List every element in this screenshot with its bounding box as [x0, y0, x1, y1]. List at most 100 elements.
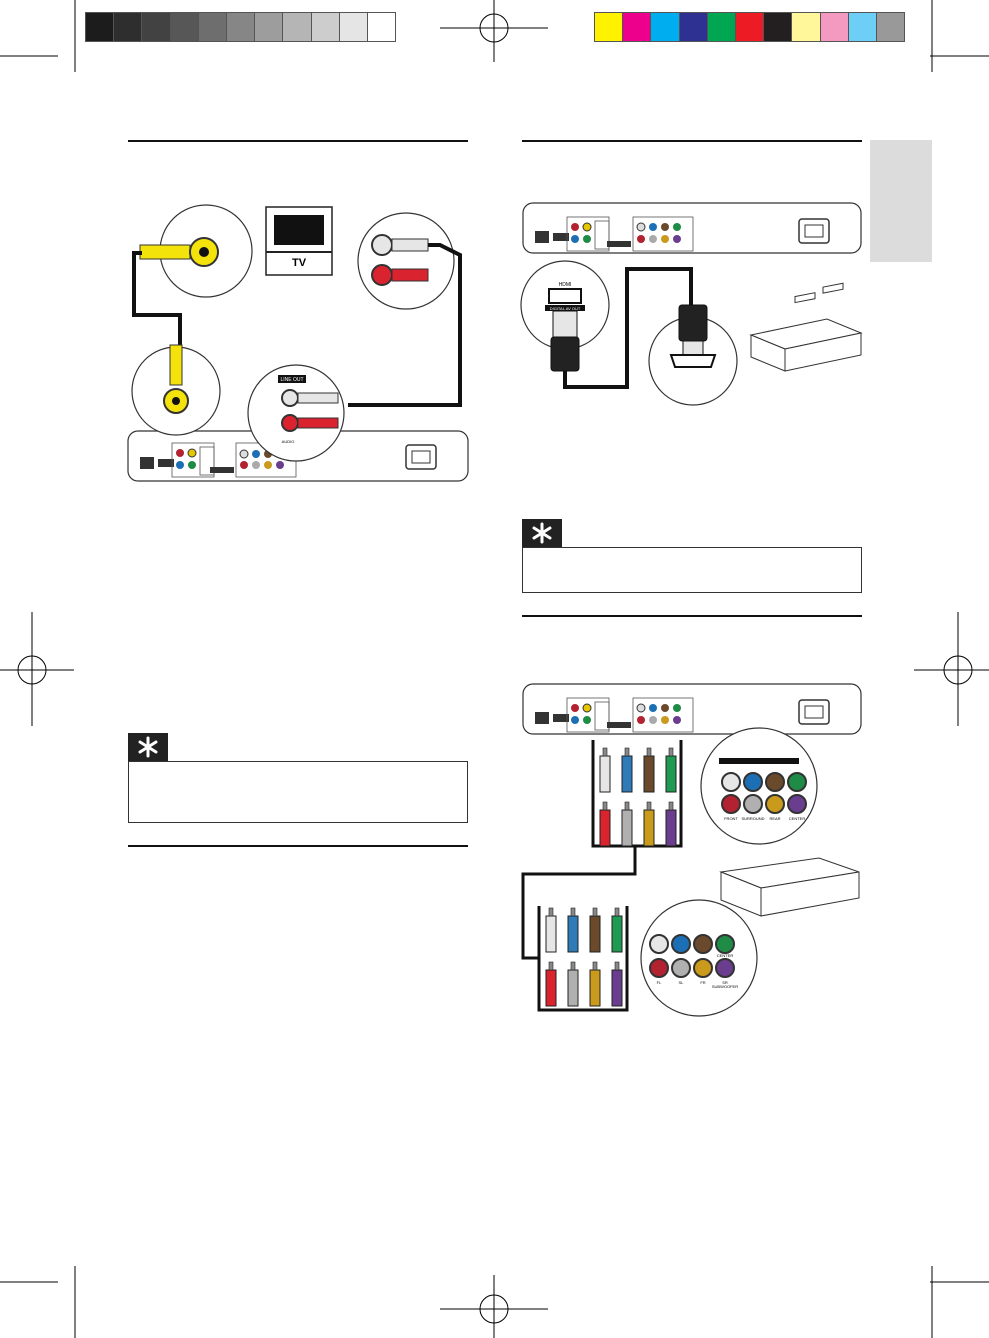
color-swatch	[678, 12, 708, 42]
jack-label: SR	[722, 980, 728, 985]
rca-plug-tip	[646, 801, 652, 811]
tip-badge	[522, 519, 562, 547]
section-rule	[522, 140, 862, 142]
rca-plug-tip	[614, 961, 620, 971]
rca-plug	[611, 969, 623, 1007]
jack-label: SUBWOOFER	[712, 984, 738, 989]
registration-mark-icon	[440, 1275, 548, 1338]
registration-mark-icon	[440, 0, 548, 62]
tv-label: TV	[292, 257, 307, 269]
color-swatch	[706, 12, 736, 42]
gray-swatch	[254, 12, 284, 42]
gray-swatch	[141, 12, 171, 42]
color-swatch	[791, 12, 821, 42]
rca-plug	[589, 969, 601, 1007]
receiver-icon	[749, 282, 863, 372]
rca-plug	[589, 915, 601, 953]
rca-plug	[599, 809, 611, 847]
section-rule	[128, 140, 468, 142]
rca-plug-tip	[570, 907, 576, 917]
color-swatch	[594, 12, 624, 42]
asterisk-tip-icon	[138, 736, 158, 758]
gray-swatch	[310, 12, 340, 42]
tv-connection-diagram: TV LINE OUT AUDIO	[127, 204, 469, 482]
gray-swatch	[282, 12, 312, 42]
audio-cable	[348, 243, 462, 407]
rca-plug-tip	[548, 907, 554, 917]
color-swatch	[847, 12, 877, 42]
rca-plug-tip	[624, 801, 630, 811]
rca-plug	[643, 755, 655, 793]
hdmi-cable	[563, 267, 693, 389]
rca-plug	[665, 809, 677, 847]
rca-plug-tip	[592, 961, 598, 971]
hdmi-jack-closeup	[520, 260, 610, 372]
rca-plug-tip	[592, 907, 598, 917]
rca-plug-tip	[624, 747, 630, 757]
player-multichannel-closeup	[700, 727, 818, 845]
audio-label: AUDIO	[282, 439, 295, 444]
gray-swatch	[169, 12, 199, 42]
tip-box	[522, 547, 862, 593]
interconnect-cable	[521, 846, 637, 960]
audio-jack-closeup	[357, 212, 455, 310]
rca-plug	[665, 755, 677, 793]
rca-plug	[567, 915, 579, 953]
receiver-multichannel-closeup	[640, 899, 758, 1017]
gray-swatch	[226, 12, 256, 42]
rca-plug	[545, 915, 557, 953]
gray-swatch	[367, 12, 397, 42]
gray-swatch	[197, 12, 227, 42]
gray-swatch	[113, 12, 143, 42]
color-swatch	[735, 12, 765, 42]
jack-label: SURROUND	[741, 816, 764, 821]
rca-plug	[567, 969, 579, 1007]
digital-av-out-label: DIGITAL AV OUT	[550, 306, 581, 311]
rca-plug	[545, 969, 557, 1007]
section-rule	[128, 845, 468, 847]
jack-label: CENTER	[789, 816, 806, 821]
registration-mark-icon	[0, 612, 74, 726]
language-tab	[870, 140, 932, 262]
asterisk-tip-icon	[532, 522, 552, 544]
receiver-icon	[719, 857, 860, 917]
jack-label: FR	[700, 980, 705, 985]
rca-plug-tip	[548, 961, 554, 971]
tv-icon	[265, 206, 333, 276]
color-swatch	[819, 12, 849, 42]
jack-label: REAR	[769, 816, 780, 821]
rca-plug-tip	[602, 747, 608, 757]
video-cable	[132, 251, 182, 345]
player-back-panel	[522, 202, 862, 254]
lower-cable-bundle	[537, 906, 629, 1012]
line-out-label: LINE OUT	[280, 377, 303, 383]
jack-label: SL	[679, 980, 685, 985]
hdmi-label: HDMI	[559, 282, 572, 288]
rca-plug-tip	[614, 907, 620, 917]
color-swatch	[763, 12, 793, 42]
section-rule	[522, 615, 862, 617]
rca-plug-tip	[668, 801, 674, 811]
gray-swatch	[338, 12, 368, 42]
color-swatch	[876, 12, 906, 42]
color-swatch	[650, 12, 680, 42]
jack-label: FRONT	[724, 816, 738, 821]
rca-plug-tip	[646, 747, 652, 757]
rca-plug	[621, 809, 633, 847]
video-jack-closeup	[139, 204, 253, 298]
rca-plug	[599, 755, 611, 793]
receiver-hdmi-closeup	[648, 304, 738, 406]
rca-plug-tip	[602, 801, 608, 811]
player-back-panel	[522, 683, 862, 735]
rca-plug	[621, 755, 633, 793]
color-swatch	[622, 12, 652, 42]
jack-label: CENTER	[717, 953, 734, 958]
player-video-closeup	[131, 344, 221, 436]
tip-badge	[128, 733, 168, 761]
rca-plug	[611, 915, 623, 953]
upper-cable-bundle	[591, 740, 683, 848]
rca-plug-tip	[668, 747, 674, 757]
rca-plug-tip	[570, 961, 576, 971]
